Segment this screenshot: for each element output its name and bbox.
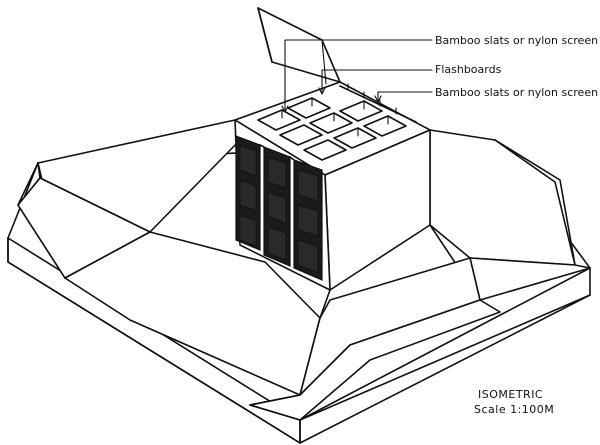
deck-rail xyxy=(339,83,417,123)
raised-screen-panel xyxy=(257,7,341,85)
caption-view: ISOMETRIC xyxy=(478,388,543,401)
leader-lines xyxy=(281,39,433,113)
right-wing-wall xyxy=(429,129,591,301)
label-screen-upstream: Bamboo slats or nylon screen xyxy=(435,34,598,47)
label-flashboards: Flashboards xyxy=(435,63,502,76)
label-screen-downstream: Bamboo slats or nylon screen xyxy=(435,86,598,99)
left-wing-wall xyxy=(17,119,241,279)
deck-slots xyxy=(257,97,407,161)
caption-scale: Scale 1:100M xyxy=(474,403,554,416)
gate-panels xyxy=(235,135,323,281)
